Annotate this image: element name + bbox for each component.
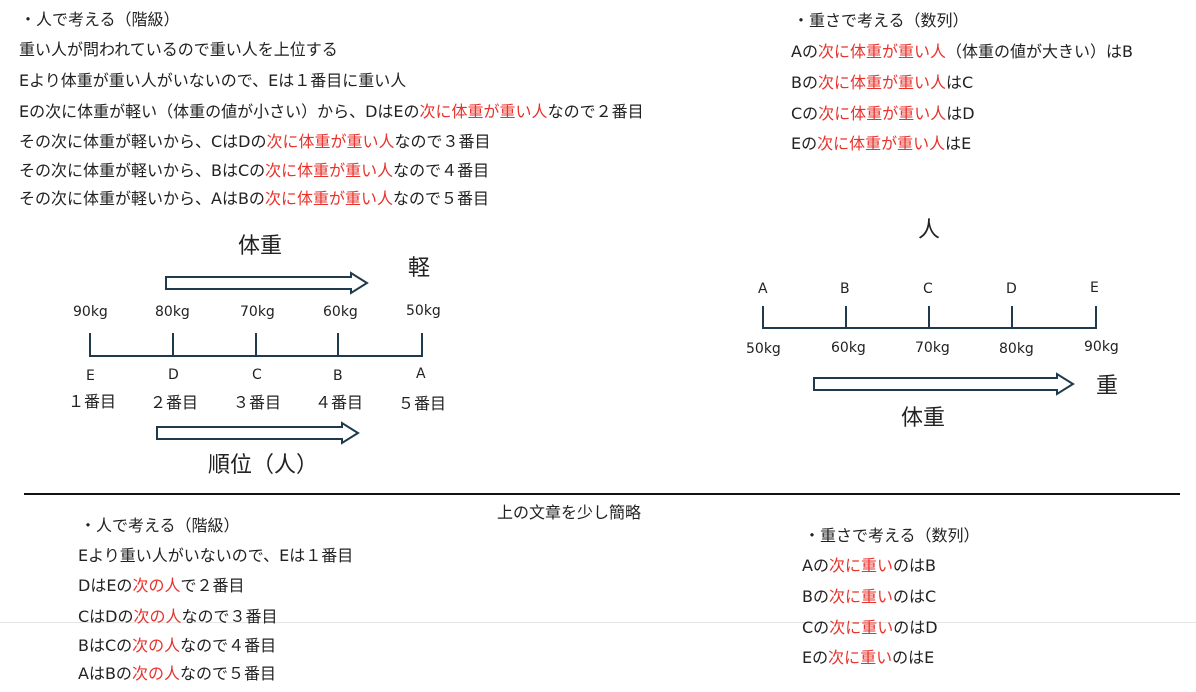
person-label: B bbox=[333, 368, 343, 384]
person-label: C bbox=[923, 281, 933, 297]
person-label: A bbox=[416, 366, 426, 382]
text-line: Aの次に重いのはB bbox=[802, 556, 936, 575]
text-line: Eより重い人がいないので、Eは１番目 bbox=[78, 546, 354, 565]
axis-tick bbox=[337, 333, 339, 357]
text-line: Eより体重が重い人がいないので、Eは１番目に重い人 bbox=[19, 71, 407, 90]
axis-tick bbox=[255, 333, 257, 357]
weight-label: 70kg bbox=[915, 340, 950, 356]
text-line: Aの次に体重が重い人（体重の値が大きい）はB bbox=[791, 42, 1133, 61]
person-label: E bbox=[1090, 280, 1099, 296]
heading-rank-person: ・人で考える（階級） bbox=[80, 516, 240, 535]
axis-tick bbox=[172, 333, 174, 357]
divider-caption: 上の文章を少し簡略 bbox=[497, 503, 642, 522]
arrow-label-weight: 体重 bbox=[901, 406, 946, 431]
axis-tick bbox=[1011, 306, 1013, 329]
person-label: E bbox=[86, 368, 95, 384]
right-arrow-icon bbox=[813, 372, 1075, 396]
axis-tick bbox=[845, 306, 847, 329]
text-line: Bの次に重いのはC bbox=[802, 587, 937, 606]
text-line: Eの次に体重が重い人はE bbox=[791, 134, 972, 153]
text-line: AはBの次の人なので５番目 bbox=[78, 664, 276, 683]
text-line: 重い人が問われているので重い人を上位する bbox=[19, 40, 338, 59]
weight-label: 80kg bbox=[155, 304, 190, 320]
person-label: D bbox=[168, 367, 179, 383]
weight-label: 70kg bbox=[240, 304, 275, 320]
rank-label: ３番目 bbox=[233, 393, 282, 412]
text-line: Eの次に体重が軽い（体重の値が小さい）から、DはEの次に体重が重い人なので２番目 bbox=[19, 102, 644, 121]
text-line: Cの次に重いのはD bbox=[802, 618, 938, 637]
section-divider bbox=[24, 493, 1180, 495]
rank-label: ５番目 bbox=[398, 394, 447, 413]
arrow-label-rank: 順位（人） bbox=[208, 453, 319, 478]
axis-tick bbox=[1095, 306, 1097, 329]
text-line: DはEの次の人で２番目 bbox=[78, 576, 245, 595]
text-line: その次に体重が軽いから、CはDの次に体重が重い人なので３番目 bbox=[19, 132, 491, 151]
weight-label: 60kg bbox=[831, 340, 866, 356]
rank-label: ４番目 bbox=[315, 393, 364, 412]
right-arrow-icon bbox=[156, 421, 360, 445]
text-line: BはCの次の人なので４番目 bbox=[78, 636, 277, 655]
person-label: B bbox=[840, 281, 850, 297]
heading-rank-person: ・人で考える（階級） bbox=[20, 10, 180, 29]
weight-label: 90kg bbox=[73, 304, 108, 320]
axis-tick bbox=[928, 306, 930, 329]
axis-tick bbox=[421, 333, 423, 357]
weight-label: 50kg bbox=[746, 341, 781, 357]
weight-label: 60kg bbox=[323, 304, 358, 320]
label-light: 軽 bbox=[408, 256, 431, 281]
text-line: Bの次に体重が重い人はC bbox=[791, 73, 974, 92]
faint-divider bbox=[0, 622, 1196, 623]
arrow-label-weight: 体重 bbox=[238, 234, 283, 259]
right-arrow-icon bbox=[165, 271, 369, 295]
person-label: A bbox=[758, 281, 768, 297]
axis-tick bbox=[762, 306, 764, 329]
weight-label: 80kg bbox=[999, 341, 1034, 357]
rank-label: １番目 bbox=[68, 392, 117, 411]
text-line: その次に体重が軽いから、AはBの次に体重が重い人なので５番目 bbox=[19, 189, 489, 208]
weight-label: 50kg bbox=[406, 303, 441, 319]
heading-sequence-weight: ・重さで考える（数列） bbox=[804, 526, 980, 545]
label-heavy: 重 bbox=[1096, 374, 1119, 399]
rank-label: ２番目 bbox=[150, 393, 199, 412]
text-line: CはDの次の人なので３番目 bbox=[78, 607, 278, 626]
axis-tick bbox=[89, 333, 91, 357]
weight-label: 90kg bbox=[1084, 339, 1119, 355]
heading-sequence-weight: ・重さで考える（数列） bbox=[793, 11, 969, 30]
person-label: C bbox=[252, 367, 262, 383]
text-line: その次に体重が軽いから、BはCの次に体重が重い人なので４番目 bbox=[19, 161, 490, 180]
diagram-title-person: 人 bbox=[918, 218, 941, 243]
text-line: Cの次に体重が重い人はD bbox=[791, 104, 975, 123]
person-label: D bbox=[1006, 281, 1017, 297]
text-line: Eの次に重いのはE bbox=[802, 648, 935, 667]
